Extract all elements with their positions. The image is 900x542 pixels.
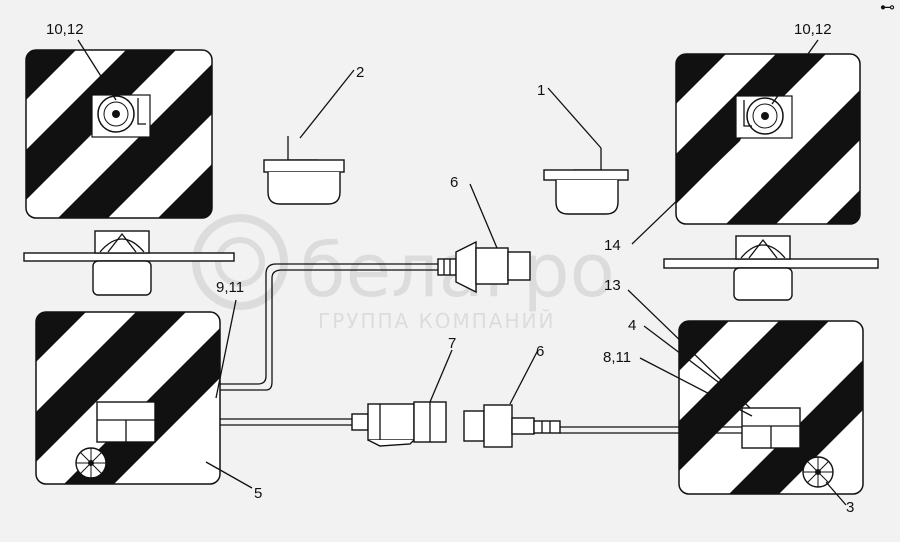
leader-lines [77,39,847,506]
warning-panel-top-left [25,49,213,219]
corner-mark: ⊷ [880,0,895,16]
callout-7: 7 [448,335,456,352]
callout-3: 3 [846,499,854,516]
callout-2: 2 [356,64,364,81]
license-lamp-2 [263,136,345,205]
license-lamp-1 [543,148,629,215]
callout-10-12-left: 10,12 [46,21,84,38]
callout-10-12-right: 10,12 [794,21,832,38]
connector-7-plug [351,401,447,447]
callout-8-11: 8,11 [603,349,631,366]
callout-5: 5 [254,485,262,502]
callout-1: 1 [537,82,545,99]
callout-14: 14 [604,237,621,254]
bracket-left [23,230,235,296]
connector-6-bottom [463,404,561,448]
watermark: белагро ГРУППА КОМПАНИЙ [192,214,615,333]
callout-6-top: 6 [450,174,458,191]
bracket-right [663,235,879,301]
callout-labels: 10,12 10,12 2 1 6 14 9,11 13 4 7 6 8,11 … [46,0,895,516]
warning-panel-top-right [675,53,861,225]
callout-4: 4 [628,317,636,334]
cables [220,263,742,434]
watermark-tagline: ГРУППА КОМПАНИЙ [318,309,555,333]
callout-9-11: 9,11 [216,279,244,296]
warning-panel-bottom-right [678,320,864,495]
callout-6-bottom: 6 [536,343,544,360]
warning-panel-bottom-left [35,311,221,485]
callout-13: 13 [604,277,621,294]
connector-6-top [437,240,531,294]
